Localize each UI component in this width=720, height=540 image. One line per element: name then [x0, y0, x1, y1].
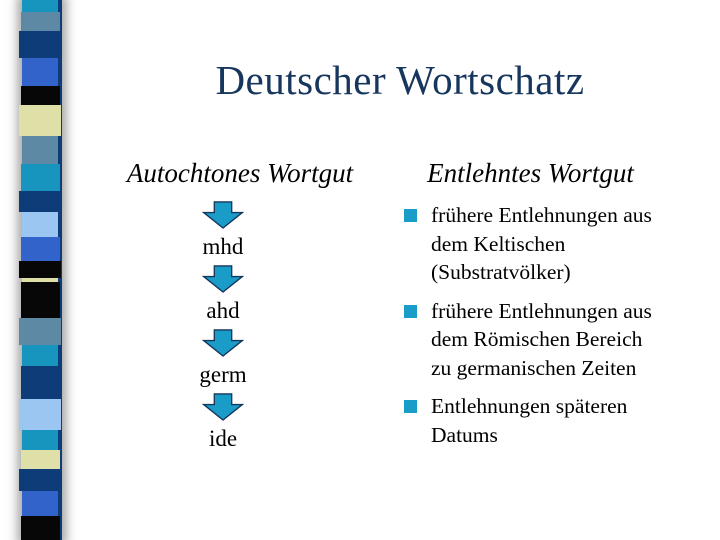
- decor-strip-block: [22, 345, 58, 366]
- list-item: frühere Entlehnungen aus dem Römischen B…: [398, 297, 698, 383]
- decor-strip-block: [20, 516, 60, 540]
- decor-strip-block: [19, 399, 61, 430]
- chain-stage-ide: ide: [208, 426, 238, 451]
- bullet-line: Entlehnungen späteren: [431, 394, 628, 418]
- decor-strip-block: [19, 191, 61, 212]
- decor-strip-block: [22, 136, 58, 164]
- decor-strip-block: [20, 237, 60, 261]
- slide-title: Deutscher Wortschatz: [215, 57, 585, 103]
- left-heading: Autochtones Wortgut: [126, 158, 354, 188]
- bullet-text: frühere Entlehnungen aus dem Römischen B…: [431, 297, 652, 383]
- down-arrow-icon: [202, 329, 244, 357]
- bullet-line: frühere Entlehnungen aus: [431, 203, 652, 227]
- down-arrow-icon: [202, 201, 244, 229]
- decor-strip-block: [22, 58, 58, 86]
- decor-strip-block: [22, 0, 58, 12]
- decor-strip: [19, 0, 62, 540]
- derivation-chain: mhd ahd germ ide: [168, 198, 278, 454]
- bullet-line: Datums: [431, 422, 498, 447]
- right-heading: Entlehntes Wortgut: [427, 158, 634, 188]
- square-bullet-icon: [404, 400, 417, 413]
- decor-strip-block: [22, 491, 58, 516]
- decor-strip-block: [20, 12, 60, 31]
- bullet-list: frühere Entlehnungen aus dem Keltischen …: [398, 201, 698, 449]
- chain-stage-ahd: ahd: [206, 298, 240, 323]
- bullet-line: (Substratvölker): [431, 260, 571, 284]
- bullet-text: frühere Entlehnungen aus dem Keltischen …: [431, 201, 652, 287]
- decor-strip-block: [20, 164, 60, 191]
- down-arrow-icon: [202, 393, 244, 421]
- chain-stage-germ: germ: [199, 362, 247, 387]
- decor-strip-block: [22, 212, 58, 237]
- decor-strip-block: [22, 278, 58, 282]
- decor-strip-block: [19, 31, 61, 58]
- bullet-line: dem Römischen Bereich: [431, 327, 643, 351]
- decor-strip-block: [20, 282, 60, 318]
- left-column: Autochtones Wortgut mhd ahd germ ide: [105, 156, 375, 451]
- decor-strip-block: [20, 86, 60, 105]
- decor-strip-block: [19, 469, 61, 491]
- right-column: Entlehntes Wortgut frühere Entlehnungen …: [398, 156, 698, 459]
- square-bullet-icon: [404, 209, 417, 222]
- decor-strip-block: [19, 105, 61, 136]
- decor-strip-block: [22, 430, 58, 450]
- decor-strip-block: [19, 318, 61, 345]
- bullet-line: zu germanischen Zeiten: [431, 355, 637, 380]
- decor-strip-block: [20, 366, 60, 399]
- bullet-line: frühere Entlehnungen aus: [431, 298, 652, 323]
- decor-strip-block: [19, 261, 61, 278]
- down-arrow-icon: [202, 265, 244, 293]
- decor-strip-block: [20, 450, 60, 469]
- list-item: frühere Entlehnungen aus dem Keltischen …: [398, 201, 698, 287]
- bullet-text: Entlehnungen späteren Datums: [431, 392, 627, 449]
- list-item: Entlehnungen späteren Datums: [398, 392, 698, 449]
- chain-stage-mhd: mhd: [202, 234, 244, 259]
- bullet-line: dem Keltischen: [431, 231, 566, 256]
- square-bullet-icon: [404, 304, 417, 318]
